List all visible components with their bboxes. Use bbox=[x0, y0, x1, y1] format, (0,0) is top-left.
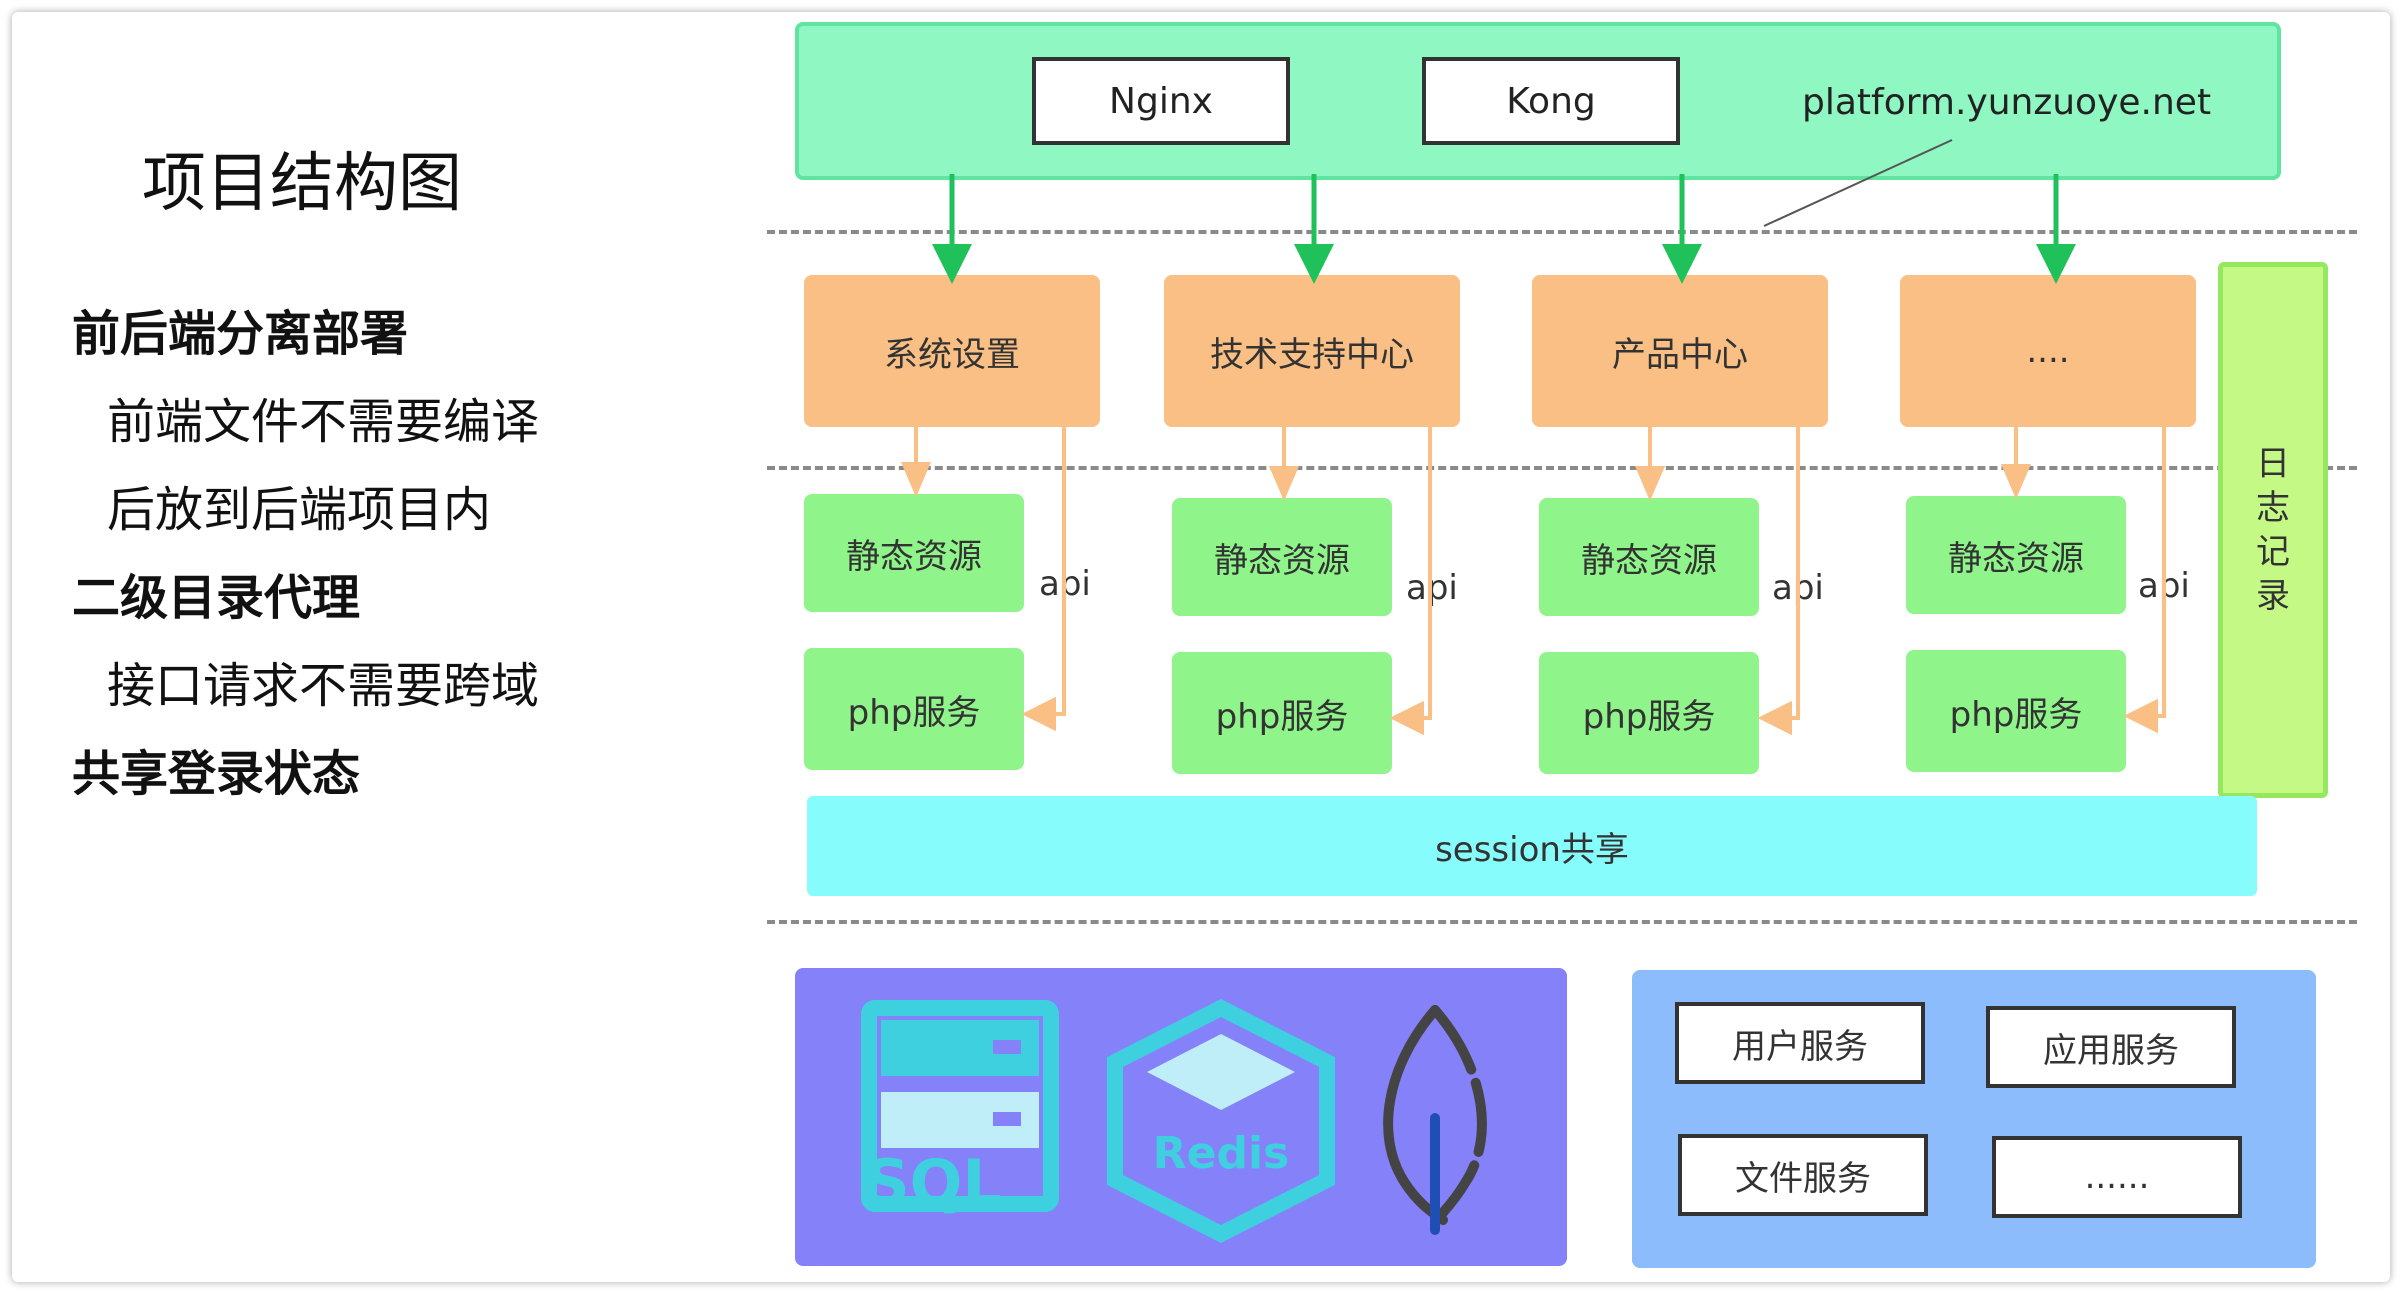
separator-line bbox=[767, 466, 2357, 470]
file-service-box: 文件服务 bbox=[1678, 1134, 1928, 1216]
arrow-orange bbox=[1268, 466, 1300, 502]
database-panel: SQL Redis bbox=[795, 968, 1567, 1266]
redis-label: Redis bbox=[1153, 1128, 1290, 1179]
nginx-box: Nginx bbox=[1032, 57, 1290, 145]
static-resources-box: 静态资源 bbox=[1172, 498, 1392, 616]
heading-shared-login: 共享登录状态 bbox=[72, 746, 361, 802]
database-icons: SQL Redis bbox=[861, 999, 1487, 1243]
arrow-orange bbox=[1021, 696, 1056, 732]
static-resources-box: 静态资源 bbox=[804, 494, 1024, 612]
domain-label: platform.yunzuoye.net bbox=[1802, 82, 2212, 123]
api-label: api bbox=[1039, 564, 1091, 604]
heading-subdir-proxy: 二级目录代理 bbox=[72, 570, 361, 626]
arrow-orange bbox=[1634, 466, 1666, 502]
session-sharing-bar: session共享 bbox=[807, 796, 2257, 896]
sql-label: SQL bbox=[865, 1146, 1002, 1219]
api-label: api bbox=[1772, 568, 1824, 608]
api-label: api bbox=[1406, 568, 1458, 608]
redis-icon: Redis bbox=[1107, 999, 1335, 1243]
module-system-settings: 系统设置 bbox=[804, 275, 1100, 427]
user-service-box: 用户服务 bbox=[1675, 1002, 1925, 1084]
heading-frontend-backend-separation: 前后端分离部署 bbox=[72, 306, 409, 362]
gateway-to-module-arrows bbox=[932, 174, 2076, 284]
module-to-static-arrows bbox=[900, 427, 2032, 502]
arrow-orange bbox=[1757, 700, 1792, 736]
sql-server-icon: SQL bbox=[861, 1000, 1059, 1219]
line-no-compile: 前端文件不需要编译 bbox=[107, 394, 540, 450]
line-no-cors: 接口请求不需要跨域 bbox=[107, 658, 540, 714]
static-resources-box: 静态资源 bbox=[1539, 498, 1759, 616]
module-product-center: 产品中心 bbox=[1532, 275, 1828, 427]
arrow-orange bbox=[2123, 698, 2158, 734]
php-service-box: php服务 bbox=[804, 648, 1024, 770]
arrow-orange bbox=[1389, 700, 1424, 736]
php-service-box: php服务 bbox=[1172, 652, 1392, 774]
more-services-box: ...... bbox=[1992, 1136, 2242, 1218]
api-label: api bbox=[2138, 566, 2190, 606]
mongodb-leaf-icon bbox=[1383, 1005, 1487, 1235]
log-record-box: 日志记录 bbox=[2218, 262, 2328, 798]
php-service-box: php服务 bbox=[1906, 650, 2126, 772]
line-into-backend: 后放到后端项目内 bbox=[107, 482, 492, 538]
page-title: 项目结构图 bbox=[142, 147, 462, 221]
log-record-label: 日志记录 bbox=[2256, 444, 2290, 616]
diagram-canvas: 项目结构图 前后端分离部署 前端文件不需要编译 后放到后端项目内 二级目录代理 … bbox=[12, 12, 2390, 1282]
module-tech-support: 技术支持中心 bbox=[1164, 275, 1460, 427]
module-more: .... bbox=[1900, 275, 2196, 427]
separator-line bbox=[767, 920, 2357, 924]
separator-line bbox=[767, 230, 2357, 234]
php-service-box: php服务 bbox=[1539, 652, 1759, 774]
app-service-box: 应用服务 bbox=[1986, 1006, 2236, 1088]
arrow-orange bbox=[2000, 464, 2032, 500]
kong-box: Kong bbox=[1422, 57, 1680, 145]
static-resources-box: 静态资源 bbox=[1906, 496, 2126, 614]
